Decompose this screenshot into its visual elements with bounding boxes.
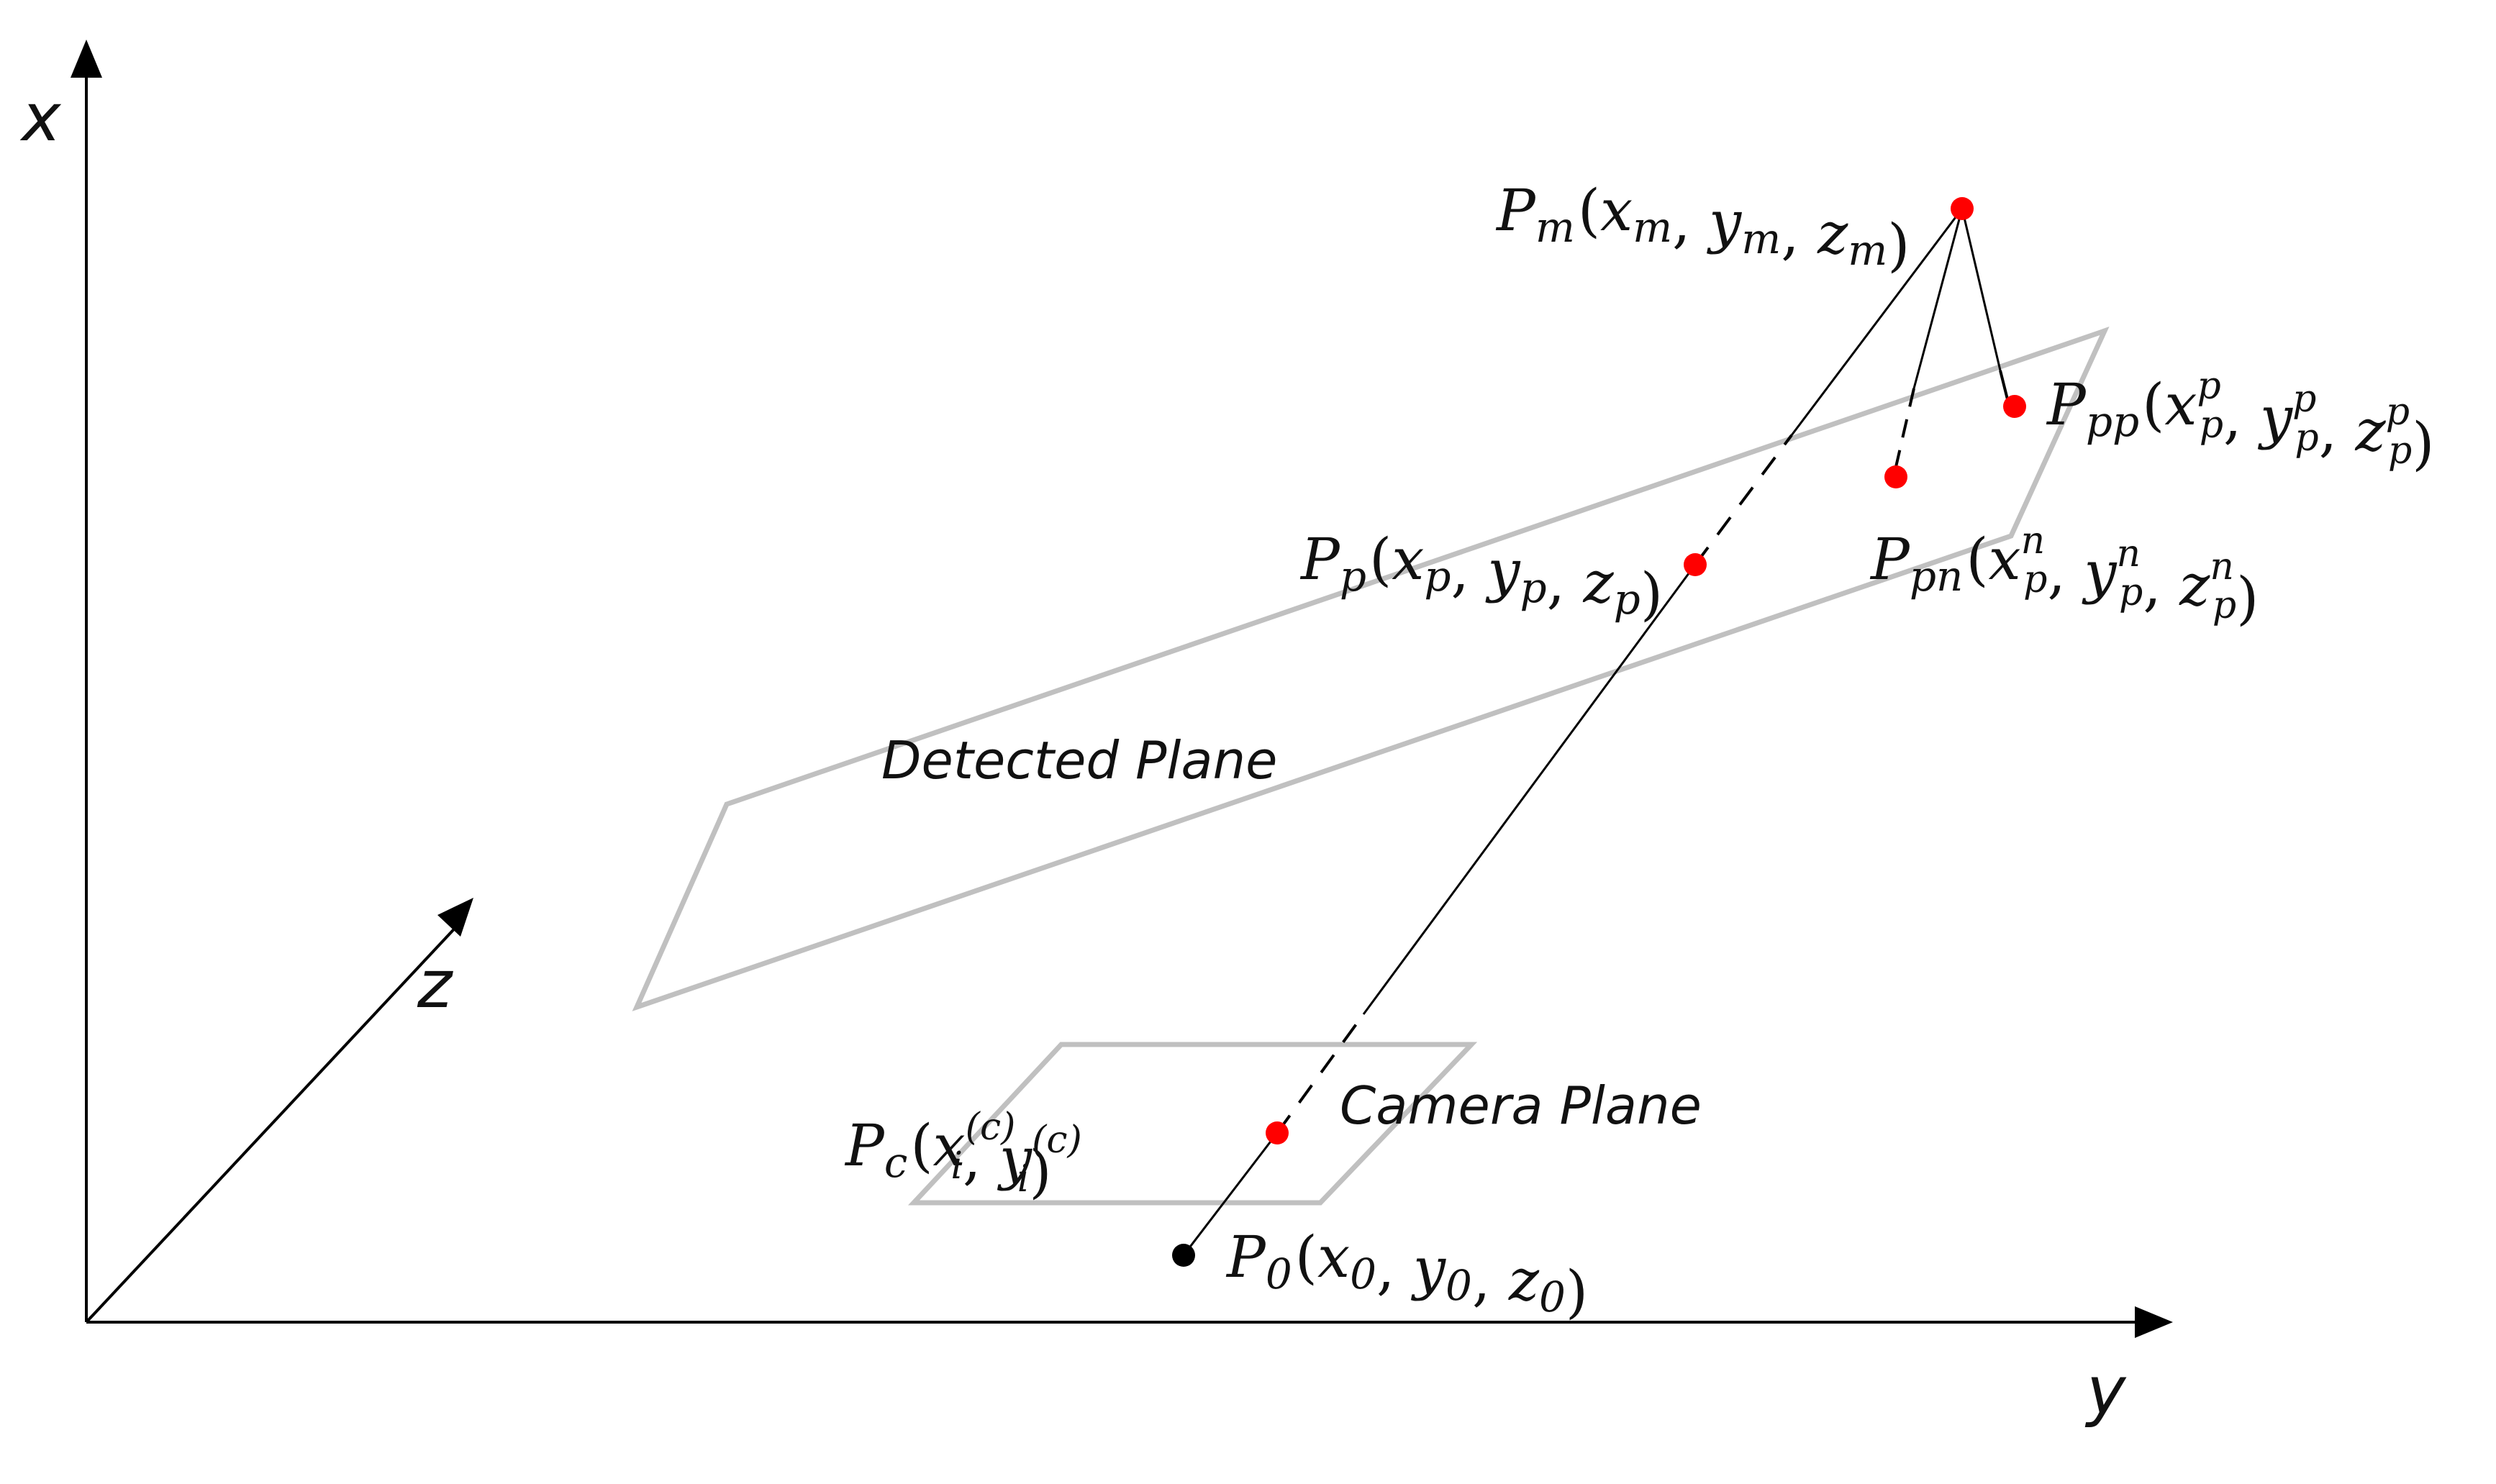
line-pm-to-ppn bbox=[1912, 208, 1964, 389]
point-p0 bbox=[1172, 1244, 1195, 1267]
axes: x y z bbox=[19, 40, 2173, 1429]
point-ppp bbox=[2003, 395, 2026, 418]
point-pc bbox=[1266, 1121, 1289, 1144]
label-p0: P0(x0, y0, z0) bbox=[1225, 1224, 1588, 1325]
point-pp bbox=[1684, 553, 1707, 576]
line-pm-to-ppp bbox=[1961, 208, 2002, 371]
points bbox=[1172, 197, 2026, 1267]
point-pm bbox=[1951, 197, 1974, 220]
detected-plane-label: Detected Plane bbox=[881, 730, 1277, 791]
x-axis-label: x bbox=[19, 79, 62, 156]
z-axis bbox=[85, 921, 462, 1324]
line-pc-to-camera-edge-dashed bbox=[1276, 1013, 1365, 1134]
label-pm: Pm(xm, ym, zm) bbox=[1495, 177, 1910, 278]
detected-plane bbox=[632, 327, 2110, 1011]
line-pp-to-plane-edge-dashed bbox=[1694, 434, 1793, 566]
line-plane-edge-to-pm bbox=[1790, 208, 1964, 436]
label-pp: Pp(xp, yp, zp) bbox=[1299, 526, 1663, 627]
label-pc: Pc(x(c)i, y(c)i) bbox=[844, 1106, 1082, 1205]
line-p0-to-pc bbox=[1182, 1132, 1279, 1256]
projection-lines bbox=[1182, 208, 2009, 1256]
z-axis-label: z bbox=[417, 946, 453, 1023]
camera-plane bbox=[907, 1042, 1478, 1206]
y-axis-label: y bbox=[2084, 1352, 2127, 1429]
x-axis-arrowhead bbox=[71, 40, 102, 78]
y-axis-arrowhead bbox=[2135, 1306, 2173, 1338]
line-ppn-below-plane-dashed bbox=[1892, 388, 1915, 477]
line-ppp-dashed bbox=[1999, 370, 2009, 400]
point-ppn bbox=[1884, 465, 1907, 488]
z-axis-arrowhead bbox=[437, 898, 473, 937]
line-camera-to-pp bbox=[1362, 564, 1697, 1015]
camera-plane-label: Camera Plane bbox=[1340, 1075, 1702, 1136]
